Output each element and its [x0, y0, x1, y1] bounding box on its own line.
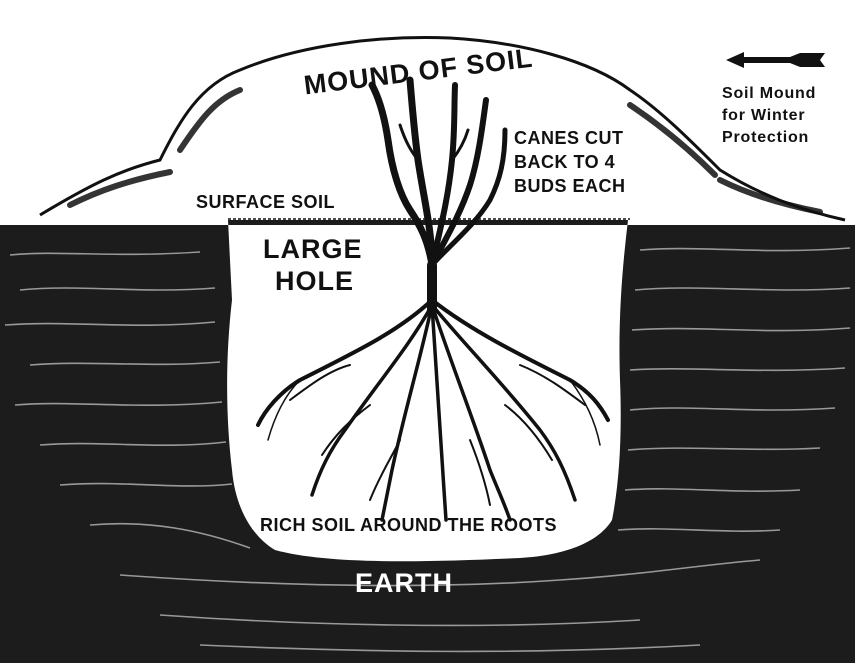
canes-label-line-2: BACK TO 4 [514, 152, 615, 172]
mound-of-soil-label: MOUND OF SOIL [302, 43, 534, 101]
rose-roots [258, 265, 608, 520]
surface-soil-label: SURFACE SOIL [196, 192, 335, 212]
left-arrow-icon [726, 52, 825, 68]
canes-label-line-1: CANES CUT [514, 128, 624, 148]
rich-soil-label: RICH SOIL AROUND THE ROOTS [260, 515, 557, 535]
legend-line-3: Protection [722, 129, 809, 146]
rose-canes [372, 80, 505, 265]
legend-line-1: Soil Mound [722, 85, 816, 102]
canes-label-line-3: BUDS EACH [514, 176, 626, 196]
earth-label: EARTH [355, 568, 453, 598]
large-hole-label-line-2: HOLE [275, 266, 354, 296]
large-hole-label-line-1: LARGE [263, 234, 363, 264]
legend-line-2: for Winter [722, 107, 805, 124]
